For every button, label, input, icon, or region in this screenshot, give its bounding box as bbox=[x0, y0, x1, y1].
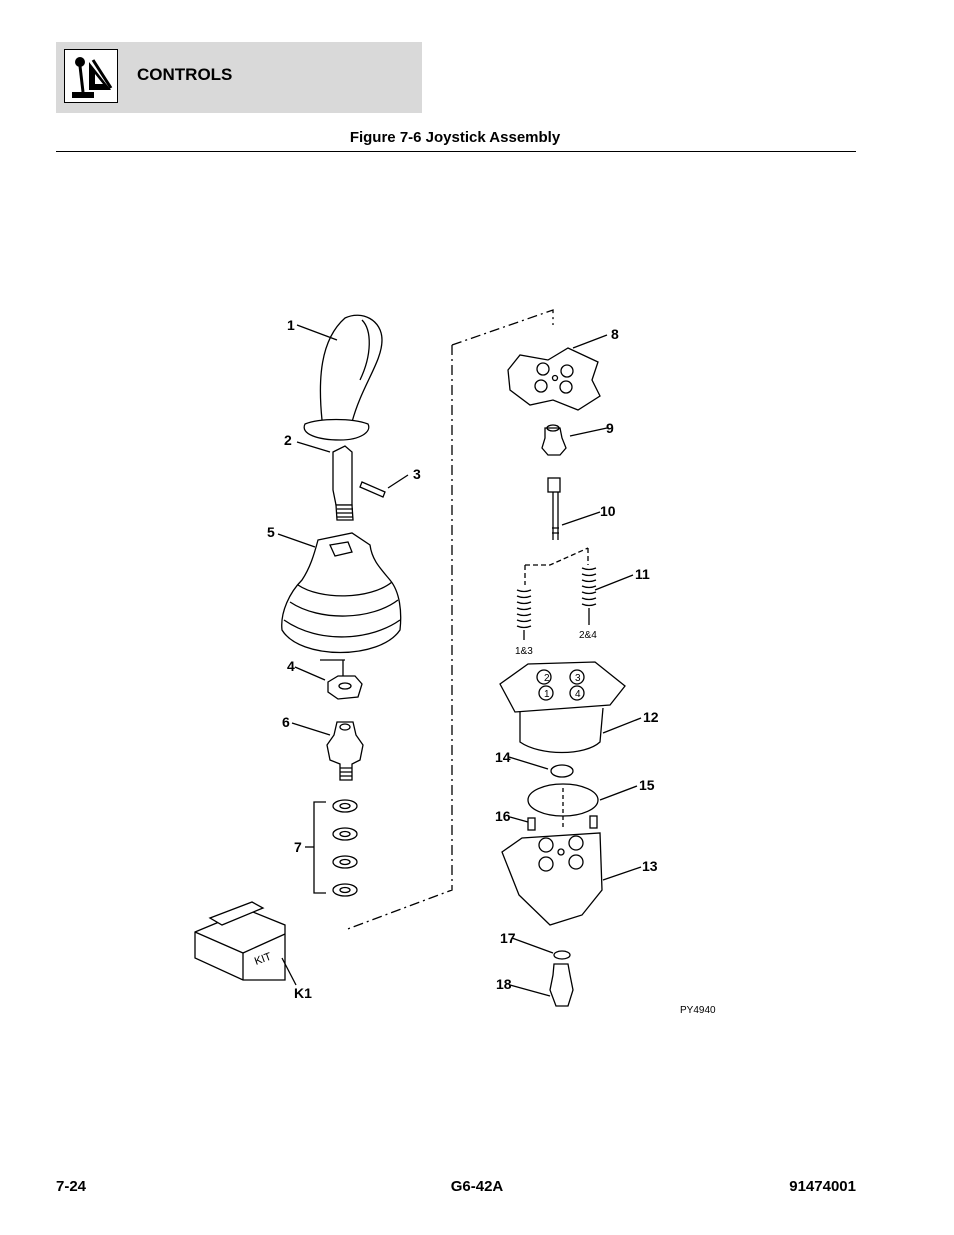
drawing-id: PY4940 bbox=[680, 1005, 716, 1016]
kit-label: KIT bbox=[253, 951, 273, 968]
callout-4: 4 bbox=[287, 658, 295, 674]
page-number: 7-24 bbox=[56, 1178, 87, 1195]
callout-3: 3 bbox=[413, 466, 421, 482]
callout-10: 10 bbox=[600, 503, 616, 519]
callout-9: 9 bbox=[606, 420, 614, 436]
section-header: CONTROLS bbox=[56, 42, 422, 113]
joystick-icon bbox=[64, 49, 118, 103]
spring-label-1-3: 1&3 bbox=[515, 646, 533, 657]
callout-11: 11 bbox=[635, 566, 650, 582]
callout-16: 16 bbox=[495, 808, 511, 824]
port-number: 4 bbox=[575, 689, 581, 700]
callout-17: 17 bbox=[500, 930, 516, 946]
callout-6: 6 bbox=[282, 714, 290, 730]
joystick-assembly-drawing: 1 2 3 4 5 6 7 8 9 10 11 12 13 14 15 16 1… bbox=[180, 300, 740, 1035]
callout-12: 12 bbox=[643, 709, 659, 725]
header-divider bbox=[56, 151, 856, 152]
callout-1: 1 bbox=[287, 317, 295, 333]
port-number: 2 bbox=[544, 673, 550, 684]
port-number: 3 bbox=[575, 673, 581, 684]
callout-7: 7 bbox=[294, 839, 302, 855]
model-number: G6-42A bbox=[450, 1178, 504, 1195]
callout-2: 2 bbox=[284, 432, 292, 448]
callout-8: 8 bbox=[611, 326, 619, 342]
callout-18: 18 bbox=[496, 976, 512, 992]
callout-5: 5 bbox=[267, 524, 275, 540]
callout-k1: K1 bbox=[294, 985, 312, 1001]
callout-14: 14 bbox=[495, 749, 511, 765]
figure-title: Figure 7-6 Joystick Assembly bbox=[349, 129, 561, 146]
section-title: CONTROLS bbox=[137, 65, 233, 84]
document-number: 91474001 bbox=[789, 1178, 856, 1195]
callout-15: 15 bbox=[639, 777, 655, 793]
port-number: 1 bbox=[544, 689, 550, 700]
spring-label-2-4: 2&4 bbox=[579, 630, 597, 641]
callout-13: 13 bbox=[642, 858, 658, 874]
